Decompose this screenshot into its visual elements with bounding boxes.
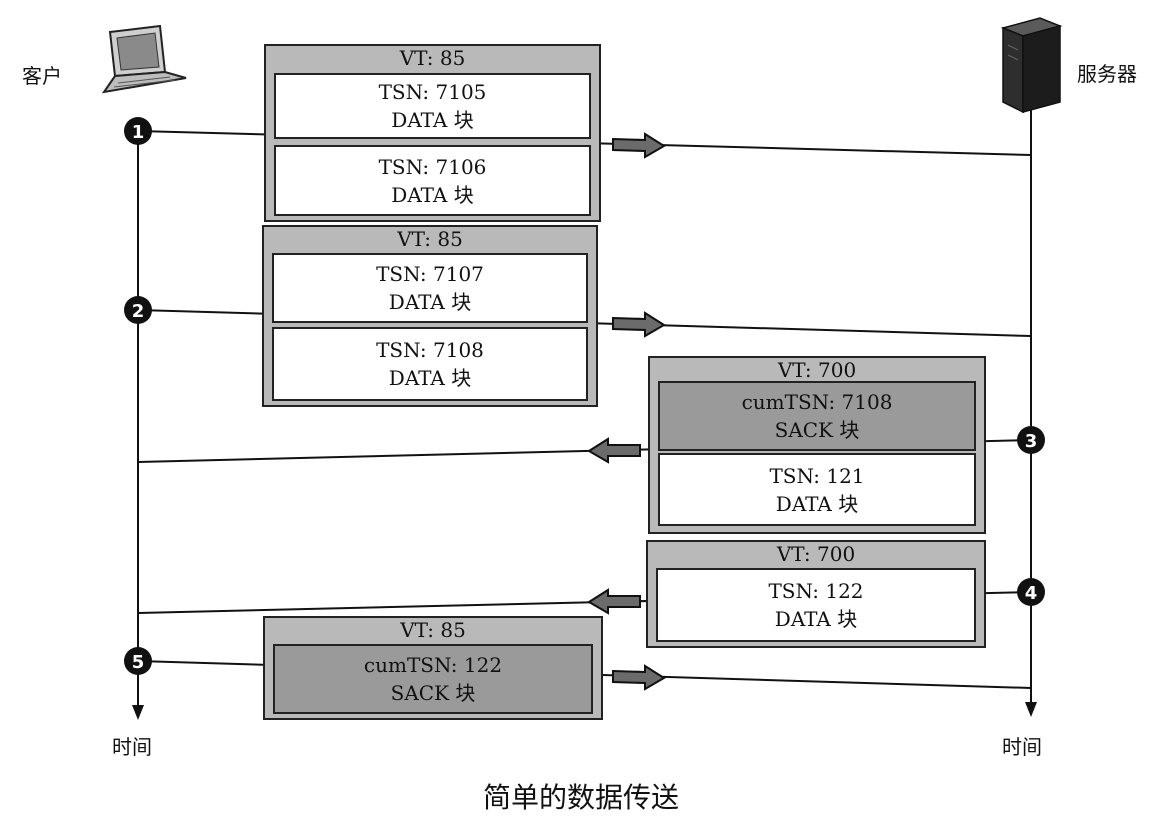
direction-arrow-1-icon [612,132,666,159]
data-chunk: TSN: 122 DATA 块 [656,568,976,642]
direction-arrow-4-icon [587,588,641,615]
event-marker-4: 4 [1017,578,1045,606]
chunk-type: DATA 块 [388,366,472,390]
event-marker-1: 1 [124,117,152,145]
chunk-cumtsn: cumTSN: 7108 [741,390,893,414]
server-timeline-arrowhead [1025,702,1037,717]
chunk-type: DATA 块 [391,108,474,132]
chunk-type: DATA 块 [775,491,859,516]
data-chunk: TSN: 121 DATA 块 [658,453,976,526]
data-chunk: TSN: 7106 DATA 块 [274,145,591,216]
chunk-tsn: TSN: 122 [768,579,864,603]
chunk-tsn: TSN: 7106 [378,154,487,179]
packet-2: VT: 85 TSN: 7107 DATA 块 TSN: 7108 DATA 块 [262,225,598,407]
data-chunk: TSN: 7108 DATA 块 [272,327,588,401]
chunk-tsn: TSN: 7108 [376,338,484,362]
client-time-label: 时间 [112,735,152,759]
direction-arrow-5-icon [612,664,666,691]
chunk-type: DATA 块 [774,607,858,631]
direction-arrow-3-icon [587,437,641,464]
packet-vt-label: VT: 700 [776,542,856,566]
sack-chunk: cumTSN: 122 SACK 块 [273,644,593,714]
packet-vt-label: VT: 85 [399,46,466,70]
chunk-type: SACK 块 [390,681,476,705]
packet-vt-label: VT: 700 [777,358,857,382]
server-time-label: 时间 [1002,735,1042,759]
chunk-tsn: TSN: 7107 [376,262,484,286]
event-marker-2: 2 [124,296,152,324]
data-chunk: TSN: 7105 DATA 块 [274,73,591,139]
chunk-type: DATA 块 [391,182,474,207]
chunk-type: DATA 块 [388,290,472,314]
packet-5: VT: 85 cumTSN: 122 SACK 块 [263,616,603,720]
event-marker-label-3: 3 [1025,431,1038,452]
client-timeline-arrowhead [132,705,144,720]
server-icon [1000,17,1063,114]
figure-caption: 简单的数据传送 [482,781,679,814]
event-marker-label-4: 4 [1025,583,1038,604]
packet-vt-label: VT: 85 [397,227,463,251]
data-chunk: TSN: 7107 DATA 块 [272,253,588,323]
packet-4: VT: 700 TSN: 122 DATA 块 [646,540,986,648]
event-marker-label-1: 1 [132,122,145,143]
event-marker-3: 3 [1017,426,1045,454]
chunk-cumtsn: cumTSN: 122 [363,653,503,677]
chunk-type: SACK 块 [774,418,860,442]
packet-3: VT: 700 cumTSN: 7108 SACK 块 TSN: 121 DAT… [648,356,986,534]
event-marker-label-5: 5 [132,652,145,673]
server-label: 服务器 [1077,62,1137,86]
packet-vt-label: VT: 85 [400,618,466,642]
client-label: 客户 [22,64,62,88]
chunk-tsn: TSN: 121 [769,463,865,488]
sack-chunk: cumTSN: 7108 SACK 块 [658,381,976,451]
laptop-icon [101,24,187,94]
packet-1: VT: 85 TSN: 7105 DATA 块 TSN: 7106 DATA 块 [264,44,601,222]
event-marker-label-2: 2 [132,301,145,322]
direction-arrow-2-icon [612,311,666,338]
chunk-tsn: TSN: 7105 [378,80,487,104]
event-marker-5: 5 [124,647,152,675]
